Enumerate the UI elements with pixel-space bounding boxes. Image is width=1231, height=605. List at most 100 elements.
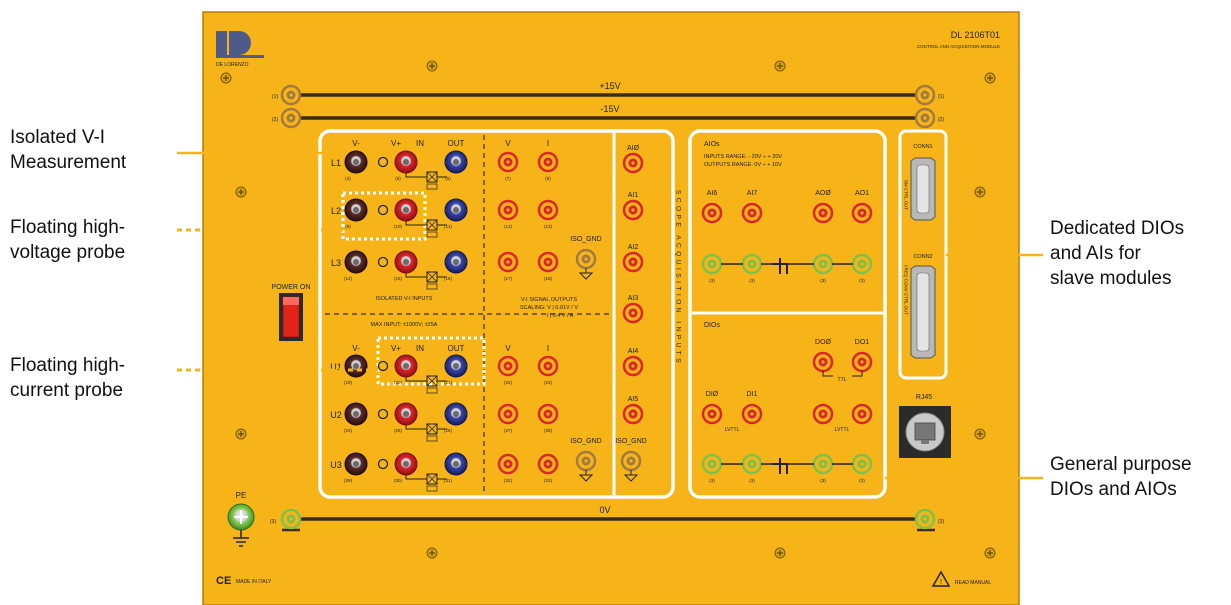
ground-symbol <box>623 470 639 482</box>
dio-gnd-jack[interactable] <box>741 453 763 475</box>
rail-jack[interactable] <box>914 107 936 129</box>
vneg-jack[interactable] <box>344 452 368 476</box>
brand-text: DE LORENZO <box>216 62 249 68</box>
dio-jack[interactable] <box>812 403 834 425</box>
scope-input-label: AIØ <box>627 145 640 152</box>
out-jack[interactable] <box>444 150 468 174</box>
vpos-jack[interactable] <box>394 402 418 426</box>
callout-line: DIOs and AIOs <box>1050 479 1177 500</box>
conn1-dsub[interactable] <box>910 157 936 221</box>
aio-gnd-jack[interactable] <box>851 253 873 275</box>
callout-isolated-vi: Isolated V-I Measurement <box>10 125 126 175</box>
dio-gnd-jack[interactable] <box>701 453 723 475</box>
i-output-jack[interactable] <box>537 403 559 425</box>
terminal-number: (8) <box>545 176 551 181</box>
terminal-number: (14) <box>344 276 353 281</box>
vpos-jack[interactable] <box>394 250 418 274</box>
pe-terminal[interactable] <box>227 503 255 531</box>
conn2-dsub[interactable] <box>910 265 936 359</box>
dio-jack[interactable] <box>812 351 834 373</box>
out-jack[interactable] <box>444 198 468 222</box>
rail-jack[interactable] <box>280 508 302 530</box>
rail-jack[interactable] <box>280 84 302 106</box>
dio-jack[interactable] <box>741 403 763 425</box>
aio-gnd-jack[interactable] <box>812 253 834 275</box>
terminal-number: (28) <box>544 428 553 433</box>
out-jack[interactable] <box>444 402 468 426</box>
i-output-jack[interactable] <box>537 251 559 273</box>
rj45-port[interactable] <box>899 406 951 458</box>
scope-input-label: AI3 <box>628 295 639 302</box>
ground-symbol <box>233 530 249 547</box>
dio-gnd-jack[interactable] <box>812 453 834 475</box>
vneg-jack[interactable] <box>344 198 368 222</box>
vneg-jack[interactable] <box>344 402 368 426</box>
vneg-jack[interactable] <box>344 354 368 378</box>
vpos-jack[interactable] <box>394 198 418 222</box>
v-output-jack[interactable] <box>497 199 519 221</box>
adc-icon <box>426 183 438 190</box>
rail-number: (2) <box>272 117 278 123</box>
vpos-jack[interactable] <box>394 354 418 378</box>
terminal-number: (25) <box>394 428 403 433</box>
scope-input-jack[interactable] <box>622 152 644 174</box>
i-output-jack[interactable] <box>537 355 559 377</box>
scope-input-jack[interactable] <box>622 403 644 425</box>
i-output-jack[interactable] <box>537 199 559 221</box>
scope-input-jack[interactable] <box>622 355 644 377</box>
dio-jack[interactable] <box>851 351 873 373</box>
rail-jack[interactable] <box>914 508 936 530</box>
vpos-jack[interactable] <box>394 150 418 174</box>
scope-input-jack[interactable] <box>622 199 644 221</box>
converter-icon <box>426 375 438 387</box>
terminal-number: (30) <box>394 478 403 483</box>
iso-gnd-jack[interactable] <box>575 248 597 270</box>
v-output-jack[interactable] <box>497 251 519 273</box>
dio-gnd-jack[interactable] <box>851 453 873 475</box>
rail-jack[interactable] <box>280 107 302 129</box>
aio-dio-box <box>688 129 887 499</box>
power-switch[interactable] <box>279 293 303 341</box>
aio-jack[interactable] <box>812 202 834 224</box>
v-output-jack[interactable] <box>497 453 519 475</box>
dios-title: DIOs <box>704 322 720 329</box>
out-jack[interactable] <box>444 250 468 274</box>
dio-jack[interactable] <box>701 403 723 425</box>
header-vneg: V- <box>352 139 360 148</box>
v-output-jack[interactable] <box>497 151 519 173</box>
i-output-jack[interactable] <box>537 151 559 173</box>
rail-plus15-label: +15V <box>599 81 620 91</box>
ground-symbol <box>578 470 594 482</box>
iso-gnd-jack[interactable] <box>620 450 642 472</box>
aio-jack[interactable] <box>701 202 723 224</box>
aio-gnd-jack[interactable] <box>701 253 723 275</box>
aio-jack[interactable] <box>741 202 763 224</box>
aio-gnd-jack[interactable] <box>741 253 763 275</box>
vneg-jack[interactable] <box>344 150 368 174</box>
conn1-side-label: SM CTRL OUT <box>904 180 909 211</box>
v-output-jack[interactable] <box>497 355 519 377</box>
iso-gnd-jack[interactable] <box>575 450 597 472</box>
row-label: U1 <box>330 362 342 372</box>
scope-input-jack[interactable] <box>622 251 644 273</box>
conn2-side-label: FREQ CONV CTRL OUT <box>904 265 909 316</box>
aio-jack[interactable] <box>851 202 873 224</box>
rail-jack[interactable] <box>914 84 936 106</box>
scope-input-jack[interactable] <box>622 302 644 324</box>
out-jack[interactable] <box>444 452 468 476</box>
terminal-number: (27) <box>504 428 513 433</box>
terminal-number: (33) <box>544 478 553 483</box>
pe-label: PE <box>236 491 247 500</box>
v-output-jack[interactable] <box>497 403 519 425</box>
vpos-jack[interactable] <box>394 452 418 476</box>
shunt-icon <box>377 360 389 372</box>
i-output-jack[interactable] <box>537 453 559 475</box>
shunt-icon <box>377 204 389 216</box>
signal-path <box>405 425 447 430</box>
aio-label: AI6 <box>707 190 718 197</box>
vneg-jack[interactable] <box>344 250 368 274</box>
scope-input-label: AI1 <box>628 192 639 199</box>
dio-jack[interactable] <box>851 403 873 425</box>
out-jack[interactable] <box>444 354 468 378</box>
